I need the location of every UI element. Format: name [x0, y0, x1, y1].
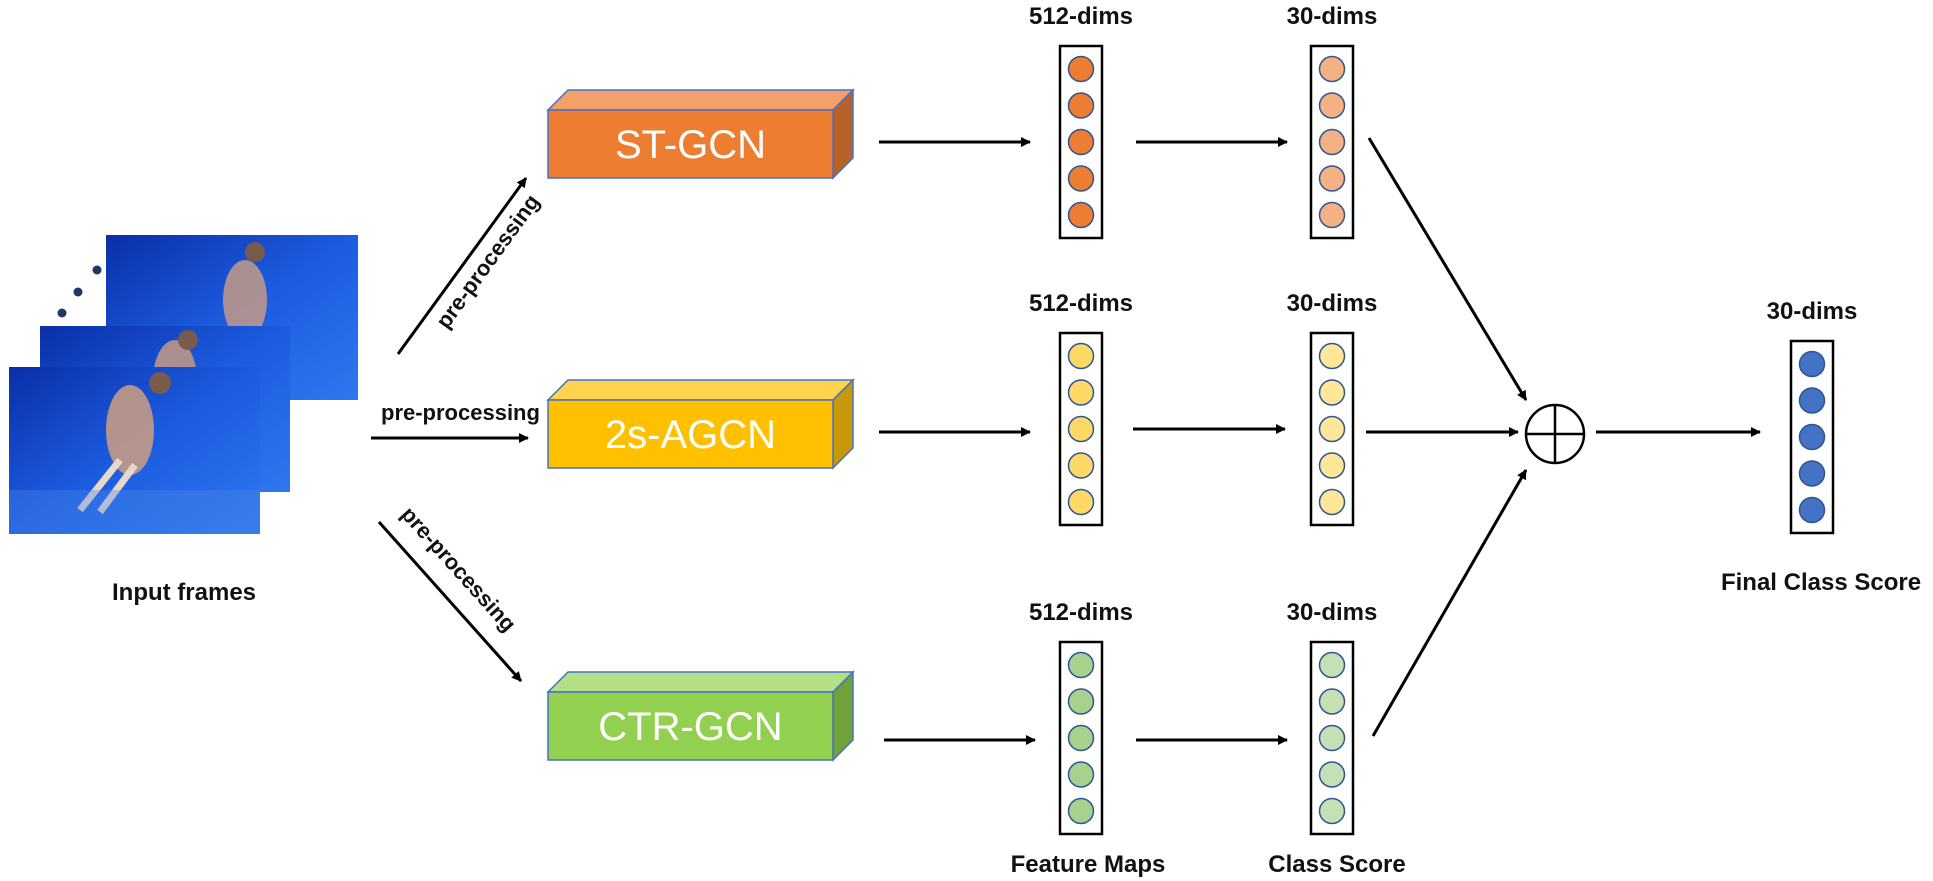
vector-element: [1318, 452, 1346, 479]
feature-vector-1: 512-dims: [1029, 3, 1133, 240]
vector-element: [1318, 55, 1346, 83]
score-vector-1: 30-dims: [1287, 3, 1378, 240]
final-class-score-caption: Final Class Score: [1721, 569, 1921, 596]
box-top-face: [546, 379, 855, 401]
preprocessing-arrows: pre-processing pre-processing pre-proces…: [371, 177, 545, 682]
preprocessing-label-bottom: pre-processing: [396, 502, 521, 637]
dims-label: 512-dims: [1029, 290, 1133, 317]
vector-element: [1318, 165, 1346, 192]
vector-element: [1067, 92, 1095, 119]
vector-element: [1318, 651, 1346, 679]
vector-element: [1318, 415, 1346, 443]
input-frames-label: Input frames: [112, 579, 256, 606]
vector-element: [1798, 423, 1826, 451]
feature-vector-2: 512-dims: [1029, 290, 1133, 527]
arrow-score-top-to-fusion: [1367, 137, 1528, 401]
vector-element: [1798, 496, 1826, 524]
dims-label: 512-dims: [1029, 3, 1133, 30]
vector-element: [1318, 761, 1346, 788]
vector-element: [1067, 688, 1095, 715]
vector-element: [1318, 797, 1346, 825]
vector-element: [1067, 379, 1095, 406]
arrow-score-bottom-to-fusion: [1371, 469, 1528, 737]
model-box-stgcn: ST-GCN: [546, 88, 855, 180]
box-top-face: [546, 671, 855, 693]
vector-element: [1318, 128, 1346, 156]
fusion-sum-symbol: [1524, 403, 1586, 465]
vector-element: [1318, 724, 1346, 752]
vector-element: [1067, 761, 1095, 788]
vector-element: [1067, 488, 1095, 516]
vector-element: [1798, 387, 1826, 414]
vector-element: [1067, 724, 1095, 752]
arrow-to-ctrgcn: [377, 521, 523, 682]
score-vector-2: 30-dims: [1287, 290, 1378, 527]
vector-element: [1798, 460, 1826, 487]
vector-element: [1067, 128, 1095, 156]
dims-label: 30-dims: [1287, 599, 1378, 626]
dims-label: 30-dims: [1287, 3, 1378, 30]
vector-element: [1067, 165, 1095, 192]
vector-element: [1067, 415, 1095, 443]
ellipsis-dot: [73, 287, 83, 297]
model-name: ST-GCN: [615, 123, 766, 167]
feature-vector-3: 512-dims: [1029, 599, 1133, 836]
feature-maps-caption: Feature Maps: [1011, 851, 1166, 878]
preprocessing-label-top: pre-processing: [431, 190, 545, 333]
vector-element: [1318, 688, 1346, 715]
class-score-caption: Class Score: [1268, 851, 1405, 878]
vector-element: [1067, 651, 1095, 679]
vector-element: [1318, 379, 1346, 406]
box-front-face: [547, 691, 834, 761]
input-frames: Input frames: [9, 235, 358, 606]
model-box-ctrgcn: CTR-GCN: [546, 670, 855, 762]
vector-element: [1798, 350, 1826, 378]
frame-front: [9, 367, 260, 534]
vector-element: [1318, 342, 1346, 370]
final-score-vector: 30-dims: [1767, 298, 1858, 535]
dims-label: 30-dims: [1287, 290, 1378, 317]
ellipsis-dot: [92, 265, 102, 275]
feature-columns: 512-dims 30-dims 512-dims 30-dims 512-dims 30…: [1011, 3, 1921, 878]
vector-element: [1067, 797, 1095, 825]
vector-element: [1318, 488, 1346, 516]
model-name: 2s-AGCN: [605, 413, 776, 457]
preprocessing-label-middle: pre-processing: [381, 400, 540, 425]
vector-element: [1067, 55, 1095, 83]
arrow-to-stgcn: [396, 177, 528, 355]
model-boxes: ST-GCN 2s-AGCN CTR-GCN: [546, 88, 855, 762]
model-name: CTR-GCN: [598, 705, 782, 749]
dims-label: 30-dims: [1767, 298, 1858, 325]
box-top-face: [546, 89, 855, 111]
vector-element: [1067, 342, 1095, 370]
box-front-face: [547, 399, 834, 469]
vector-element: [1067, 201, 1095, 229]
vector-element: [1318, 201, 1346, 229]
dims-label: 512-dims: [1029, 599, 1133, 626]
vector-element: [1067, 452, 1095, 479]
score-vector-3: 30-dims: [1287, 599, 1378, 836]
box-front-face: [547, 109, 834, 179]
ellipsis-dot: [57, 308, 67, 318]
stage-arrows: [879, 137, 1761, 745]
vector-element: [1318, 92, 1346, 119]
model-box-2sagcn: 2s-AGCN: [546, 378, 855, 470]
